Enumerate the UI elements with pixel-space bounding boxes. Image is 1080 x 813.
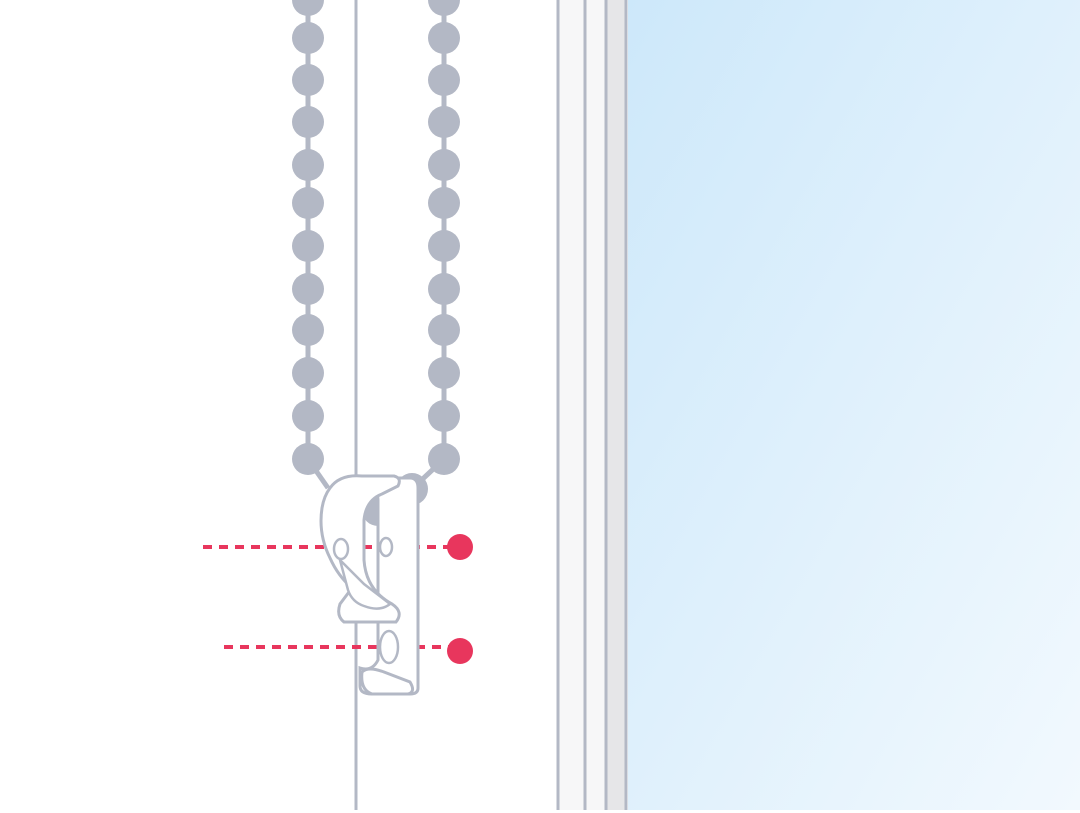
bead-chain-icon [428,400,460,432]
bead-chain-icon [292,230,324,262]
screw-markers [447,534,473,664]
cleat-hook-inner [337,555,393,610]
bead-chain-icon [428,187,460,219]
bead-chain-icon [292,273,324,305]
window-glass [628,0,1080,810]
bead-chain-icon [428,106,460,138]
cord-cleat-icon [319,474,420,696]
window-frame [556,0,628,810]
bead-chain-icon [292,400,324,432]
cleat-bottom-lip [360,667,415,696]
bead-chain-icon [428,149,460,181]
cleat-hook-body [319,474,401,624]
bead-chain-right [362,0,460,526]
bead-chain-icon [292,314,324,346]
bead-chain-icon [292,106,324,138]
bead-chain-icon [292,443,324,475]
bead-chain-left [292,0,331,490]
bead-chain-icon [428,64,460,96]
bead-chain-icon [428,230,460,262]
bead-chain-icon [428,314,460,346]
bead-chain-icon [428,357,460,389]
slot-hole [332,537,350,561]
screw-hole-upper [378,536,394,558]
bead-chain-icon [292,187,324,219]
bead-chain-icon [428,0,460,16]
bead-chain-icon [292,357,324,389]
bead-chain-icon [428,443,460,475]
bead-chain-icon [292,149,324,181]
screw-hole-lower [378,629,400,665]
bead-chain-icon [292,22,324,54]
screw-marker-icon [447,638,473,664]
frame-inner-rail [558,0,607,810]
bead-chain-icon [292,0,324,16]
bead-chain-icon [428,22,460,54]
bead-chain-icon [428,273,460,305]
left-chain-tail [309,463,331,490]
bead-chain-icon [292,64,324,96]
screw-marker-icon [447,534,473,560]
frame-shadow-strip [607,0,626,810]
